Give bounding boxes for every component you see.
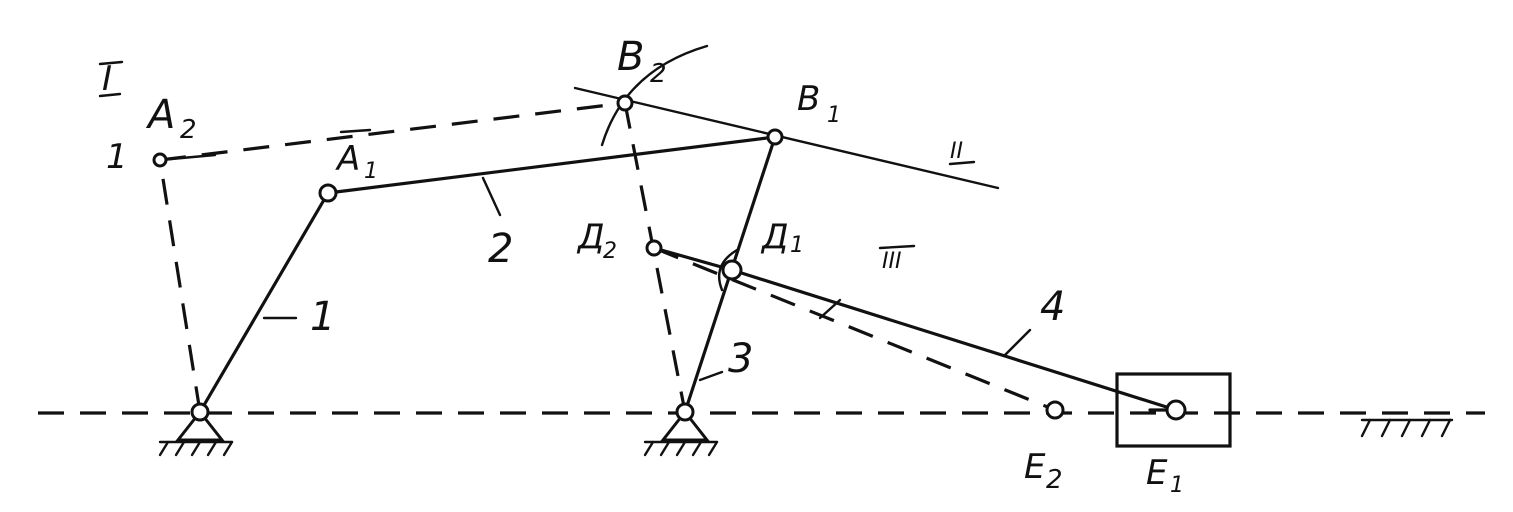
roman-III-overbar: [878, 244, 916, 250]
ground-hatching-right: [1360, 418, 1454, 438]
joint-B1: [766, 128, 784, 146]
joint-D2: [645, 239, 663, 257]
label-A2-sub: 2: [180, 115, 197, 145]
label-D1: Д: [760, 217, 789, 257]
label-B1-sub: 1: [827, 103, 841, 128]
A1-overbar: [339, 128, 372, 134]
joint-A2: [152, 152, 168, 168]
label-A1: A: [335, 139, 360, 179]
label-roman-I: I: [102, 59, 112, 99]
label-roman-III: III: [882, 249, 901, 274]
label-E2: E: [1024, 447, 1046, 487]
label-A2: A: [145, 92, 175, 138]
label-A1-sub: 1: [364, 159, 378, 184]
label-position-1-left: 1: [106, 137, 128, 177]
trajectory-arc-B: [600, 44, 709, 147]
label-B2: B: [617, 34, 644, 80]
label-link-1: 1: [310, 294, 335, 340]
label-roman-II: II: [950, 139, 963, 164]
label-D1-sub: 1: [790, 233, 804, 258]
slider-block: [1115, 372, 1232, 448]
label-B2-sub: 2: [650, 59, 667, 89]
roman-II-underbar: [948, 160, 976, 166]
label-D2: Д: [576, 217, 605, 257]
label-E1-sub: 1: [1170, 473, 1184, 498]
joint-D1: [721, 259, 743, 281]
joint-E2: [1045, 400, 1065, 420]
roman-I-underbar: [98, 92, 122, 98]
label-link-2: 2: [488, 226, 513, 272]
joint-B2: [616, 94, 634, 112]
trajectory-line-II: [573, 86, 1000, 190]
label-B1: B: [797, 79, 820, 119]
link-leader-lines: [158, 153, 1032, 382]
label-E1: E: [1146, 453, 1168, 493]
roman-I-overbar: [98, 60, 124, 66]
ground-support-left: [158, 409, 234, 457]
joint-ground-left: [190, 402, 210, 422]
label-E2-sub: 2: [1046, 465, 1063, 495]
joint-E1: [1165, 399, 1187, 421]
joint-A1: [318, 183, 338, 203]
label-link-4: 4: [1040, 284, 1065, 330]
ground-support-middle: [643, 409, 719, 457]
label-link-3: 3: [728, 336, 753, 382]
joint-ground-middle: [675, 402, 695, 422]
label-D2-sub: 2: [603, 239, 617, 264]
